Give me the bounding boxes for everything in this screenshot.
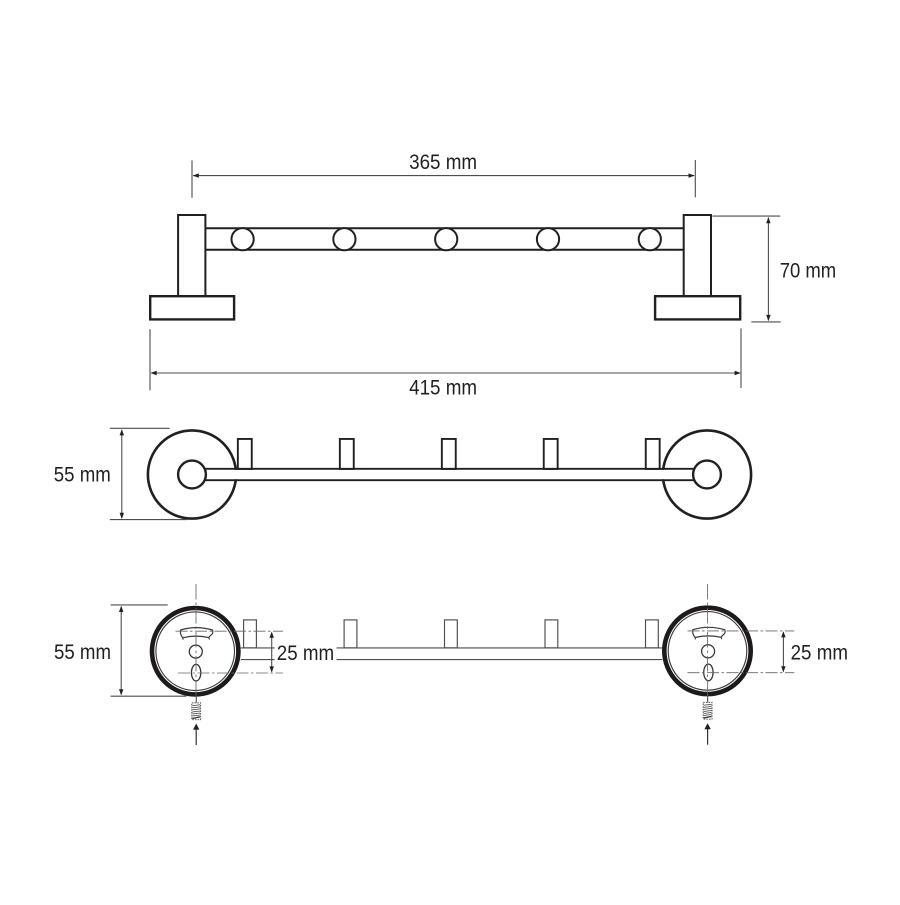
svg-text:55 mm: 55 mm <box>54 464 111 487</box>
svg-text:55 mm: 55 mm <box>54 641 111 664</box>
svg-text:415 mm: 415 mm <box>409 376 477 399</box>
svg-text:70 mm: 70 mm <box>780 259 837 282</box>
svg-text:25 mm: 25 mm <box>277 642 334 665</box>
svg-text:25 mm: 25 mm <box>791 642 848 665</box>
svg-text:365 mm: 365 mm <box>409 151 477 174</box>
